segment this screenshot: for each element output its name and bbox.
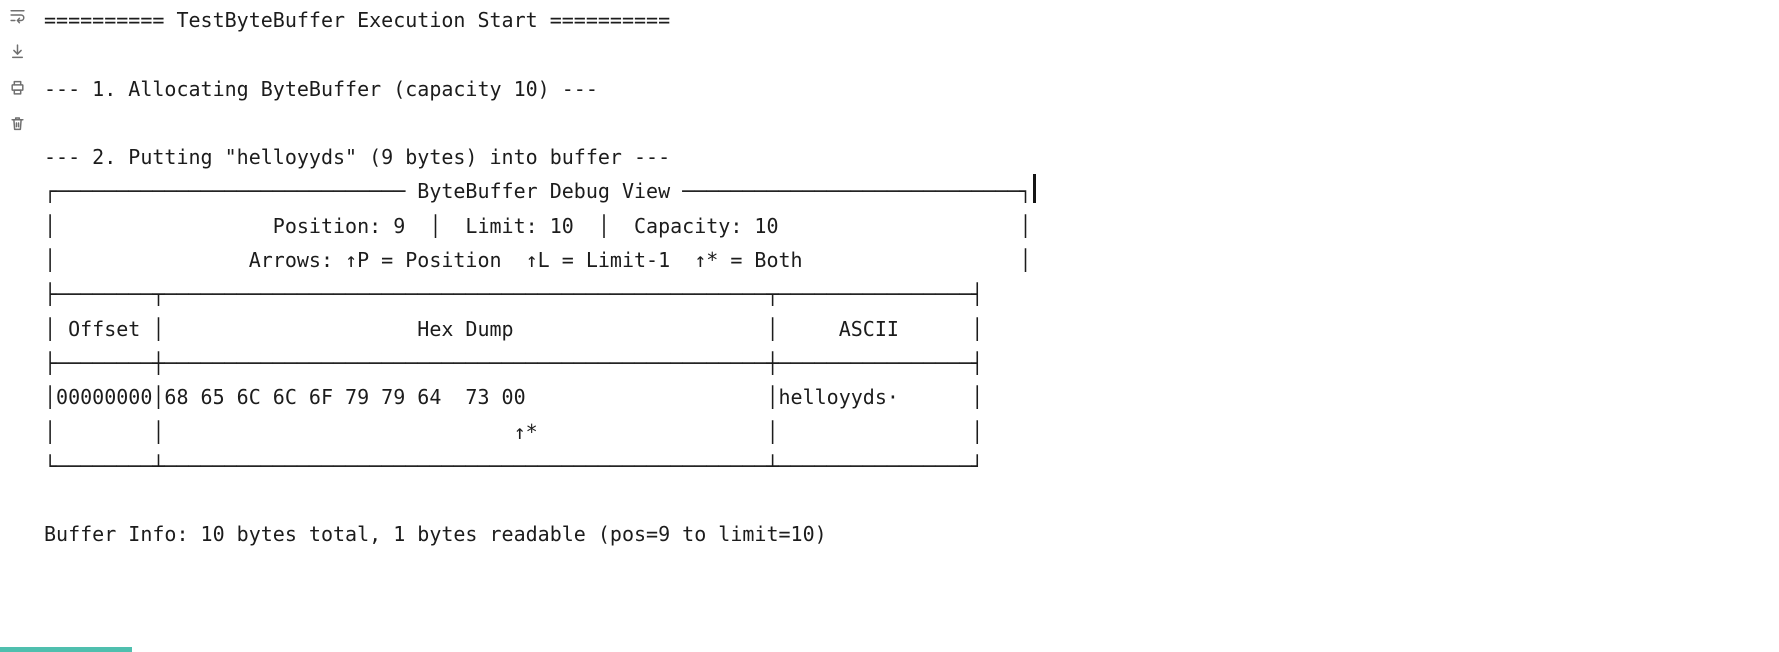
- text-caret: [1033, 174, 1037, 204]
- print-icon: [10, 80, 24, 95]
- soft-wrap-button[interactable]: [5, 3, 29, 27]
- debug-view-top-border-line: ┌───────────────────────────── ByteBuffe…: [44, 174, 1779, 208]
- debug-view-data-row: │00000000│68 65 6C 6C 6F 79 79 64 73 00 …: [44, 385, 984, 410]
- print-button[interactable]: [5, 75, 29, 99]
- clear-all-button[interactable]: [5, 111, 29, 135]
- clear-all-icon: [10, 116, 24, 130]
- scroll-to-end-button[interactable]: [5, 39, 29, 63]
- execution-start-heading: ========== TestByteBuffer Execution Star…: [44, 8, 671, 32]
- blank-line: [44, 106, 1779, 140]
- debug-view-header-separator-top: ├────────┬──────────────────────────────…: [44, 282, 984, 307]
- debug-view-marker-row: │ │ ↑* │ │: [44, 419, 984, 444]
- debug-view-status-line: │ Position: 9 │ Limit: 10 │ Capacity: 10…: [44, 213, 1032, 238]
- debug-view-top-border: ┌───────────────────────────── ByteBuffe…: [44, 179, 1032, 204]
- blank-line: [44, 483, 1779, 517]
- debug-view-header-separator-bottom: ├────────┼──────────────────────────────…: [44, 350, 984, 375]
- console-toolbar: [0, 0, 34, 652]
- debug-view-bottom-border: └────────┴──────────────────────────────…: [44, 453, 984, 478]
- step-1-message: --- 1. Allocating ByteBuffer (capacity 1…: [44, 76, 598, 101]
- blank-line: [44, 37, 1779, 71]
- debug-view-arrows-legend: │ Arrows: ↑P = Position ↑L = Limit-1 ↑* …: [44, 248, 1032, 273]
- debug-view-column-headers: │ Offset │ Hex Dump │ ASCII │: [44, 316, 984, 341]
- console-output[interactable]: ========== TestByteBuffer Execution Star…: [34, 0, 1779, 652]
- soft-wrap-icon: [9, 9, 25, 23]
- buffer-info-line: Buffer Info: 10 bytes total, 1 bytes rea…: [44, 522, 827, 547]
- step-2-message: --- 2. Putting "helloyyds" (9 bytes) int…: [44, 145, 671, 170]
- scroll-to-end-icon: [11, 43, 23, 58]
- bottom-teal-fragment: [0, 647, 132, 652]
